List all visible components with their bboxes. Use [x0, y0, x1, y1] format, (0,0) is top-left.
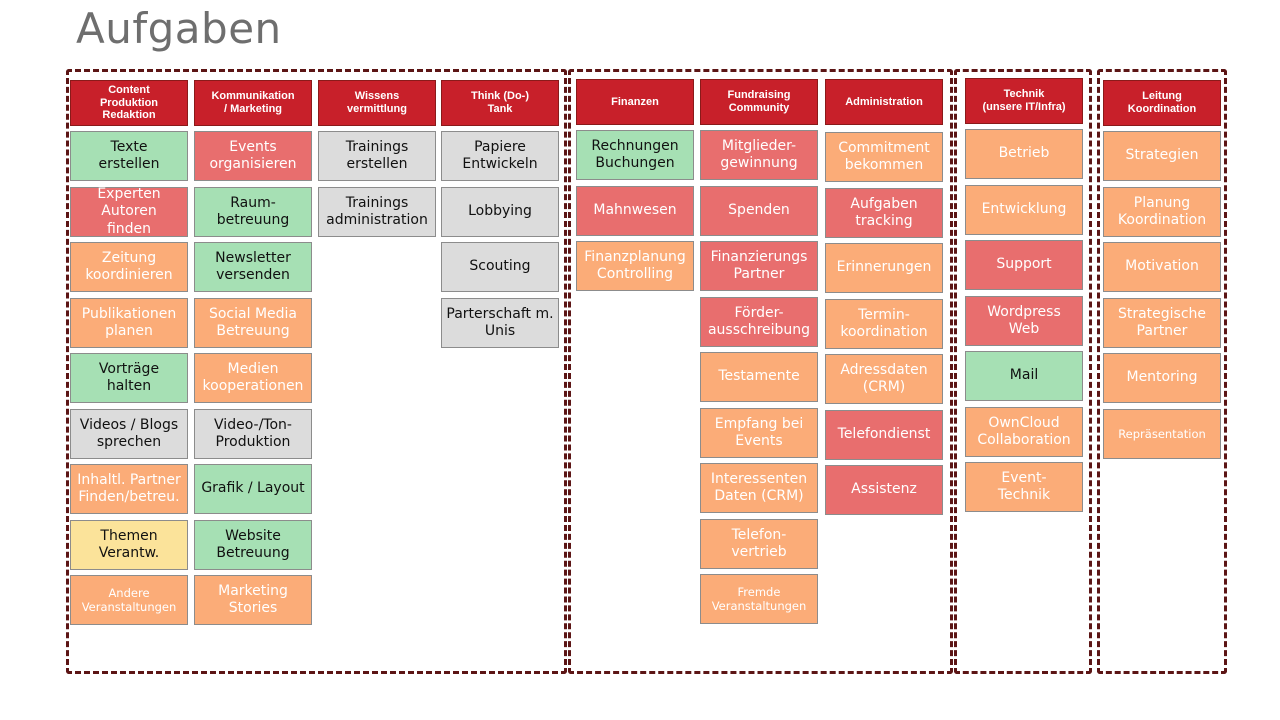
task-card: Motivation: [1103, 242, 1221, 292]
task-card: Social Media Betreuung: [194, 298, 312, 348]
task-card: Trainings administration: [318, 187, 436, 237]
task-card: Finanzplanung Controlling: [576, 241, 694, 291]
task-card: Texte erstellen: [70, 131, 188, 181]
column-header: Administration: [825, 79, 943, 125]
task-card: Papiere Entwickeln: [441, 131, 559, 181]
task-card: Lobbying: [441, 187, 559, 237]
task-card: Strategien: [1103, 131, 1221, 181]
column-header: Leitung Koordination: [1103, 80, 1221, 126]
task-card: Assistenz: [825, 465, 943, 515]
task-card: Planung Koordination: [1103, 187, 1221, 237]
task-card: Mentoring: [1103, 353, 1221, 403]
column-header: Think (Do-) Tank: [441, 80, 559, 126]
task-card: Trainings erstellen: [318, 131, 436, 181]
task-card: Raum- betreuung: [194, 187, 312, 237]
task-card: Rechnungen Buchungen: [576, 130, 694, 180]
task-card: Mahnwesen: [576, 186, 694, 236]
task-card: Newsletter versenden: [194, 242, 312, 292]
task-card: OwnCloud Collaboration: [965, 407, 1083, 457]
task-card: Entwicklung: [965, 185, 1083, 235]
task-card: Vorträge halten: [70, 353, 188, 403]
task-card: Themen Verantw.: [70, 520, 188, 570]
task-card: Inhaltl. Partner Finden/betreu.: [70, 464, 188, 514]
task-card: Aufgaben tracking: [825, 188, 943, 238]
task-card: Scouting: [441, 242, 559, 292]
task-card: Experten Autoren finden: [70, 186, 188, 237]
column-header: Fundraising Community: [700, 79, 818, 125]
task-card: Video-/Ton- Produktion: [194, 409, 312, 459]
task-card: Testamente: [700, 352, 818, 402]
task-card: Empfang bei Events: [700, 408, 818, 458]
page-title: Aufgaben: [76, 4, 282, 53]
task-card: Wordpress Web: [965, 296, 1083, 346]
task-card: Marketing Stories: [194, 575, 312, 625]
task-card: Zeitung koordinieren: [70, 242, 188, 292]
task-card: Event- Technik: [965, 462, 1083, 512]
task-card: Parterschaft m. Unis: [441, 298, 559, 348]
task-card: Mail: [965, 351, 1083, 401]
task-card: Strategische Partner: [1103, 298, 1221, 348]
task-card: Termin- koordination: [825, 299, 943, 349]
column-kommunikation: Kommunikation / Marketing Events organis…: [194, 80, 312, 625]
task-card: Events organisieren: [194, 131, 312, 181]
task-card: Grafik / Layout: [194, 464, 312, 514]
group-frame-leitung: [1097, 69, 1227, 674]
task-card: Website Betreuung: [194, 520, 312, 570]
task-card: Spenden: [700, 186, 818, 236]
task-card: Mitglieder- gewinnung: [700, 130, 818, 180]
task-card: Fremde Veranstaltungen: [700, 574, 818, 624]
column-content: Content Produktion Redaktion Texte erste…: [70, 80, 188, 625]
task-card: Andere Veranstaltungen: [70, 575, 188, 625]
column-fundraising: Fundraising Community Mitglieder- gewinn…: [700, 79, 818, 624]
task-card: Publikationen planen: [70, 298, 188, 348]
group-frame-content: [66, 69, 567, 674]
task-card: Telefondienst: [825, 410, 943, 460]
column-header: Finanzen: [576, 79, 694, 125]
task-card: Adressdaten (CRM): [825, 354, 943, 404]
task-card: Betrieb: [965, 129, 1083, 179]
column-header: Content Produktion Redaktion: [70, 80, 188, 126]
group-frame-technik: [954, 69, 1092, 674]
group-frame-finance: [568, 69, 953, 674]
task-card: Erinnerungen: [825, 243, 943, 293]
task-card: Medien kooperationen: [194, 353, 312, 403]
column-header: Technik (unsere IT/Infra): [965, 78, 1083, 124]
task-card: Commitment bekommen: [825, 132, 943, 182]
task-card: Support: [965, 240, 1083, 290]
task-card: Repräsentation: [1103, 409, 1221, 459]
task-card: Videos / Blogs sprechen: [70, 409, 188, 459]
task-card: Förder- ausschreibung: [700, 297, 818, 347]
task-card: Telefon- vertrieb: [700, 519, 818, 569]
column-header: Wissens vermittlung: [318, 80, 436, 126]
task-card: Finanzierungs Partner: [700, 241, 818, 291]
task-card: Interessenten Daten (CRM): [700, 463, 818, 513]
column-header: Kommunikation / Marketing: [194, 80, 312, 126]
